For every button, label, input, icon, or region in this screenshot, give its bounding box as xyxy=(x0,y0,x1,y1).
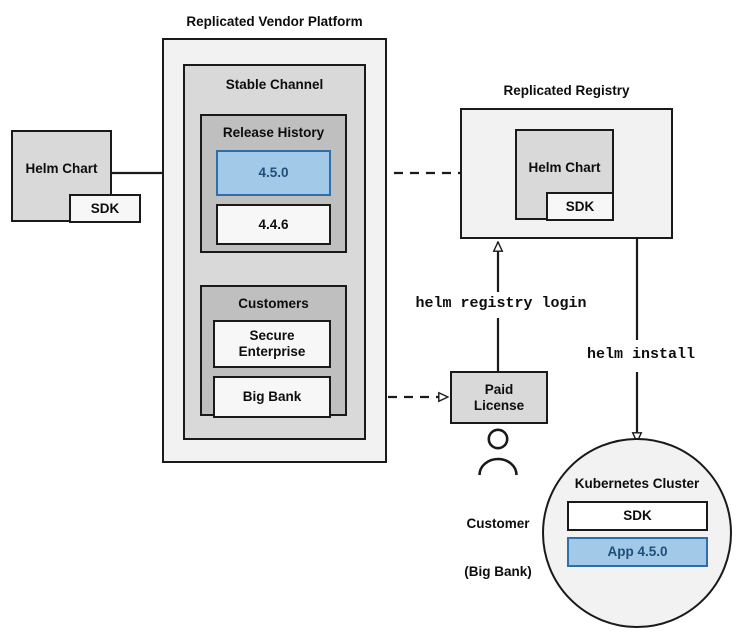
kubernetes-cluster-circle xyxy=(542,438,732,628)
kubernetes-cluster-title: Kubernetes Cluster xyxy=(574,476,700,491)
cluster-item-app[interactable]: App 4.5.0 xyxy=(567,537,708,567)
registry-sdk-box[interactable]: SDK xyxy=(546,192,614,221)
source-helm-chart-label: Helm Chart xyxy=(25,161,98,177)
cluster-item-label: App 4.5.0 xyxy=(607,544,668,560)
paid-license-label: Paid License xyxy=(473,381,525,413)
command-helm-registry-login: helm registry login xyxy=(397,294,605,313)
release-history-title: Release History xyxy=(222,125,325,140)
customers-title: Customers xyxy=(238,296,309,311)
registry-sdk-label: SDK xyxy=(565,198,595,214)
customer-actor-label: Customer (Big Bank) xyxy=(438,484,558,595)
customer-item-big-bank[interactable]: Big Bank xyxy=(213,376,331,418)
release-item-446[interactable]: 4.4.6 xyxy=(216,204,331,245)
source-sdk-box[interactable]: SDK xyxy=(69,194,141,223)
registry-helm-chart-label: Helm Chart xyxy=(528,159,601,175)
vendor-platform-title: Replicated Vendor Platform xyxy=(186,14,363,29)
customer-actor-line1: Customer xyxy=(466,515,530,531)
release-version-label: 4.4.6 xyxy=(258,216,289,232)
source-sdk-label: SDK xyxy=(90,200,120,216)
release-item-450[interactable]: 4.5.0 xyxy=(216,150,331,196)
cluster-item-label: SDK xyxy=(623,508,652,524)
registry-title: Replicated Registry xyxy=(503,83,630,98)
stable-channel-title: Stable Channel xyxy=(225,77,324,92)
customer-name-label: Big Bank xyxy=(242,389,302,405)
customer-item-secure-enterprise[interactable]: Secure Enterprise xyxy=(213,320,331,368)
cluster-item-sdk[interactable]: SDK xyxy=(567,501,708,531)
customer-actor-line2: (Big Bank) xyxy=(464,563,532,579)
person-icon xyxy=(475,428,521,478)
customer-name-label: Secure Enterprise xyxy=(238,328,306,359)
paid-license-box[interactable]: Paid License xyxy=(450,371,548,424)
release-version-label: 4.5.0 xyxy=(258,165,289,181)
command-helm-install: helm install xyxy=(572,345,710,364)
